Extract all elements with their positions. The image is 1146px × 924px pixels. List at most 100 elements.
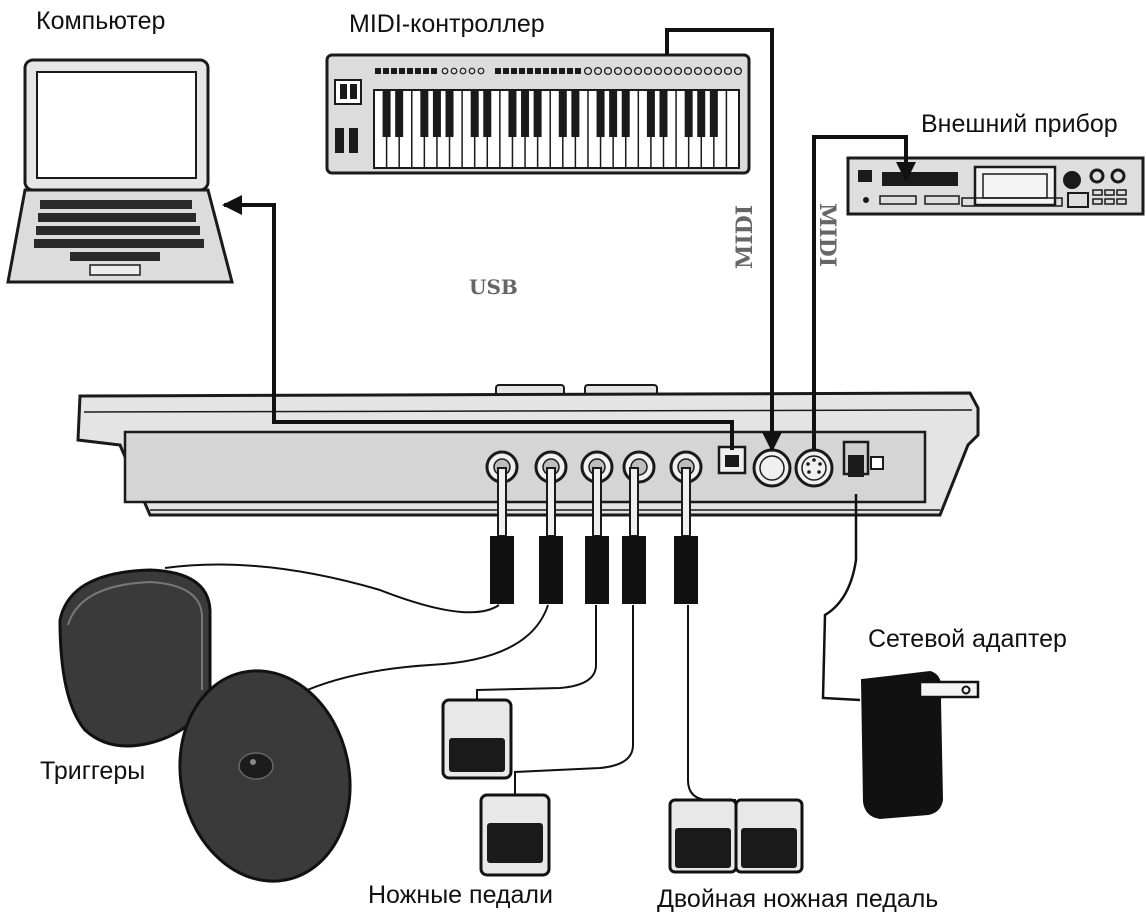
keyboard-knob [723,66,733,76]
keyboard-button [495,68,501,74]
jack-plug-body [539,536,563,604]
keyboard-knob [703,66,713,76]
computer-label: Компьютер [36,7,166,35]
keyboard-led [459,67,467,75]
keyboard-button [551,68,557,74]
jack-plug-shaft [497,467,507,537]
black-key [571,90,580,137]
black-key [621,90,630,137]
black-key [684,90,693,137]
keyboard-button [375,68,381,74]
drum-controller-unit [76,384,980,517]
dual-foot-pedal-label: Двойная ножная педаль [657,885,939,913]
black-key [558,90,567,137]
keyboard-knob [623,66,633,76]
midi-in-port [752,448,792,488]
black-key [483,90,492,137]
midi-out-port [794,448,834,488]
keyboard-knob [713,66,723,76]
keyboard-knob [683,66,693,76]
keyboard-button [519,68,525,74]
midi-in-cable [665,28,782,452]
black-key [646,90,655,137]
usb-cable [222,195,734,450]
black-key [609,90,618,137]
keyboard-knob [643,66,653,76]
keyboard-knob [633,66,643,76]
trigger-pad [58,568,212,748]
triggers-label: Триггеры [40,757,146,785]
jack-plug-shaft [546,467,556,537]
foot-pedal-2 [479,793,551,877]
keyboard-button [383,68,389,74]
external-rack-device [846,156,1145,216]
jack-plug-body [585,536,609,604]
black-key [445,90,454,137]
jack-plug-body [490,536,514,604]
midi-in-cable-label: MIDI [732,205,758,269]
keyboard-button [423,68,429,74]
keybed [373,89,740,169]
midi-out-cable [812,135,916,450]
keyboard-button [535,68,541,74]
keyboard-knob [673,66,683,76]
external-device-label: Внешний прибор [921,110,1118,138]
power-adapter-label: Сетевой адаптер [868,625,1067,653]
laptop-keyboard [34,200,204,261]
keyboard-led [450,67,458,75]
black-key [470,90,479,137]
keyboard-knob [583,66,593,76]
keyboard-led [477,67,485,75]
keyboard-button [543,68,549,74]
black-key [420,90,429,137]
black-key [432,90,441,137]
black-key [395,90,404,137]
keyboard-buttons [375,66,743,76]
black-key [697,90,706,137]
power-cable [821,494,861,702]
black-key [382,90,391,137]
usb-cable-label: USB [469,275,518,299]
dual-foot-pedal [668,798,804,874]
black-key [521,90,530,137]
keyboard-button [431,68,437,74]
keyboard-button [527,68,533,74]
midi-keyboard [325,53,751,175]
black-key [596,90,605,137]
keyboard-button [407,68,413,74]
jack-plugs [490,467,698,604]
midi-out-cable-label: MIDI [814,203,840,267]
foot-pedals-label: Ножные педали [368,881,553,909]
black-key [709,90,718,137]
power-adapter [860,670,980,820]
jack-plug-shaft [592,467,602,537]
laptop [6,58,234,284]
keyboard-led [441,67,449,75]
usb-port [717,445,747,475]
keyboard-button [575,68,581,74]
jack-plug-body [622,536,646,604]
keyboard-button [415,68,421,74]
keyboard-button [503,68,509,74]
keyboard-button [559,68,565,74]
cables [222,28,916,702]
keyboard-button [511,68,517,74]
keyboard-knob [663,66,673,76]
keyboard-knob [603,66,613,76]
power-port [842,440,884,477]
black-key [659,90,668,137]
keyboard-knob [693,66,703,76]
foot-pedal-1 [441,698,513,780]
keyboard-button [567,68,573,74]
black-key [533,90,542,137]
keyboard-button [391,68,397,74]
jack-plug-shaft [681,467,691,537]
midi-controller-label: MIDI-контроллер [349,10,545,38]
jack-plug-body [674,536,698,604]
keyboard-led [468,67,476,75]
jack-plug-shaft [629,467,639,537]
keyboard-knob [593,66,603,76]
keyboard-knob [613,66,623,76]
